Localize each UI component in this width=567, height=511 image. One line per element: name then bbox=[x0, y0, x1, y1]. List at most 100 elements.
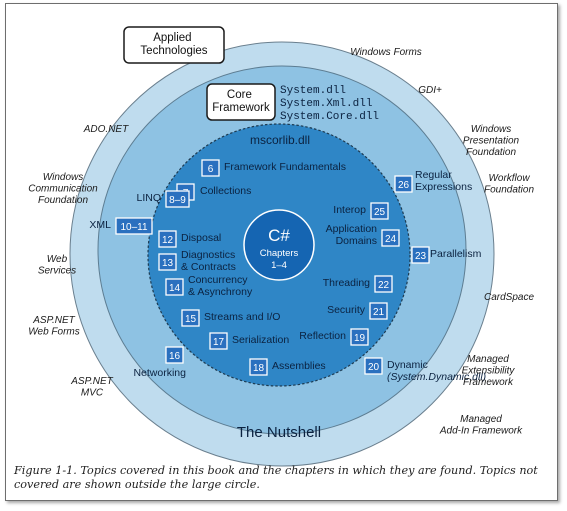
outside-topic-line: Communication bbox=[28, 184, 98, 195]
outside-topic-line: Web Forms bbox=[28, 327, 80, 338]
chapter-number-box bbox=[209, 332, 228, 350]
outside-topic-line: Foundation bbox=[484, 185, 534, 196]
chapter-number-box bbox=[394, 175, 413, 193]
outside-topic-line: Foundation bbox=[466, 147, 516, 158]
chapter-number-box bbox=[165, 278, 184, 296]
chapter-label-line: Expressions bbox=[415, 181, 472, 193]
chapter-label-line: Domains bbox=[336, 235, 377, 247]
chapter-label: Reflection bbox=[299, 330, 346, 342]
chapter-label-line: Assemblies bbox=[272, 360, 326, 372]
chapter-number-box bbox=[181, 309, 200, 327]
outside-topic: CardSpace bbox=[484, 292, 534, 303]
chapter-label: LINQ bbox=[136, 192, 161, 204]
chapter-number: 16 bbox=[169, 351, 181, 362]
chapter-number: 10–11 bbox=[120, 222, 148, 233]
chapter-17-item: 17 Serialization bbox=[209, 332, 289, 350]
chapter-25-item: 25 Interop bbox=[333, 202, 389, 220]
outside-topic-line: Services bbox=[38, 266, 76, 277]
chapter-number: 17 bbox=[213, 337, 225, 348]
chapter-number: 14 bbox=[169, 283, 181, 294]
outside-topic-line: Foundation bbox=[38, 195, 88, 206]
chapter-18-item: 18 Assemblies bbox=[249, 358, 326, 376]
chapter-number-box bbox=[370, 202, 389, 220]
chapter-label: Concurrency& Asynchrony bbox=[188, 274, 253, 298]
figure-caption: Figure 1-1. Topics covered in this book … bbox=[14, 464, 548, 492]
assembly-system-core: System.Core.dll bbox=[280, 111, 379, 123]
chapter-label-line: Concurrency bbox=[188, 274, 248, 286]
applied-line-1: Applied bbox=[153, 32, 191, 44]
chapter-number: 24 bbox=[385, 234, 397, 245]
chapter-label: Disposal bbox=[181, 232, 221, 244]
csharp-center-circle bbox=[243, 209, 315, 281]
core-line-2: Framework bbox=[212, 102, 270, 114]
applied-technologies-box bbox=[123, 26, 225, 64]
chapter-14-item: 14 Concurrency& Asynchrony bbox=[165, 274, 253, 298]
chapter-label: Networking bbox=[133, 367, 186, 379]
chapter-number-box bbox=[249, 358, 268, 376]
chapter-label: Serialization bbox=[232, 334, 289, 346]
outside-topic-line: Managed bbox=[460, 414, 502, 425]
chapter-label-line: Streams and I/O bbox=[204, 311, 280, 323]
chapter-number-box bbox=[165, 190, 190, 208]
chapter-number-box bbox=[350, 328, 369, 346]
outside-topic: GDI+ bbox=[418, 85, 442, 96]
outside-topic-line: MVC bbox=[81, 388, 104, 399]
chapter-label-line: Serialization bbox=[232, 334, 289, 346]
chapter-label: Dynamic(System.Dynamic.dll) bbox=[387, 359, 486, 383]
applied-line-2: Technologies bbox=[140, 45, 207, 57]
csharp-chapters-range: 1–4 bbox=[271, 260, 287, 271]
chapter-label-line: (System.Dynamic.dll) bbox=[387, 371, 486, 383]
chapter-label-line: Regular bbox=[415, 169, 452, 181]
outside-topic-line: Extensibility bbox=[462, 366, 516, 377]
csharp-chapters-label: Chapters bbox=[260, 248, 299, 259]
outside-topic-line: Add-In Framework bbox=[439, 426, 523, 437]
chapter-number-box bbox=[201, 159, 220, 177]
chapter-label: Security bbox=[327, 304, 366, 316]
chapter-label: Assemblies bbox=[272, 360, 326, 372]
chapter-label-line: Reflection bbox=[299, 330, 346, 342]
chapter-label-line: Interop bbox=[333, 204, 366, 216]
outside-topic-line: Workflow bbox=[488, 173, 530, 184]
chapter-label-line: & Asynchrony bbox=[188, 286, 253, 298]
outside-topic-line: Windows Forms bbox=[350, 47, 422, 58]
outside-topic-line: ASP.NET bbox=[32, 315, 75, 326]
caption-lead: Figure 1-1. bbox=[14, 464, 77, 477]
nutshell-label: The Nutshell bbox=[237, 424, 321, 441]
chapter-label-line: LINQ bbox=[136, 192, 161, 204]
chapter-number-box bbox=[374, 275, 393, 293]
chapter-number: 18 bbox=[253, 363, 265, 374]
chapter-label: Collections bbox=[200, 185, 251, 197]
chapter-number-box bbox=[115, 217, 153, 235]
chapter-number: 22 bbox=[378, 280, 390, 291]
chapter-number-box bbox=[158, 230, 177, 248]
chapter-number: 25 bbox=[374, 207, 386, 218]
outside-topic-line: Presentation bbox=[463, 136, 520, 147]
chapter-label: Parallelism bbox=[430, 248, 482, 260]
core-line-1: Core bbox=[227, 89, 252, 101]
core-framework-box bbox=[206, 83, 276, 121]
chapter-number-box bbox=[369, 302, 388, 320]
chapter-label-line: Parallelism bbox=[430, 248, 482, 260]
chapter-number-box bbox=[158, 253, 177, 271]
